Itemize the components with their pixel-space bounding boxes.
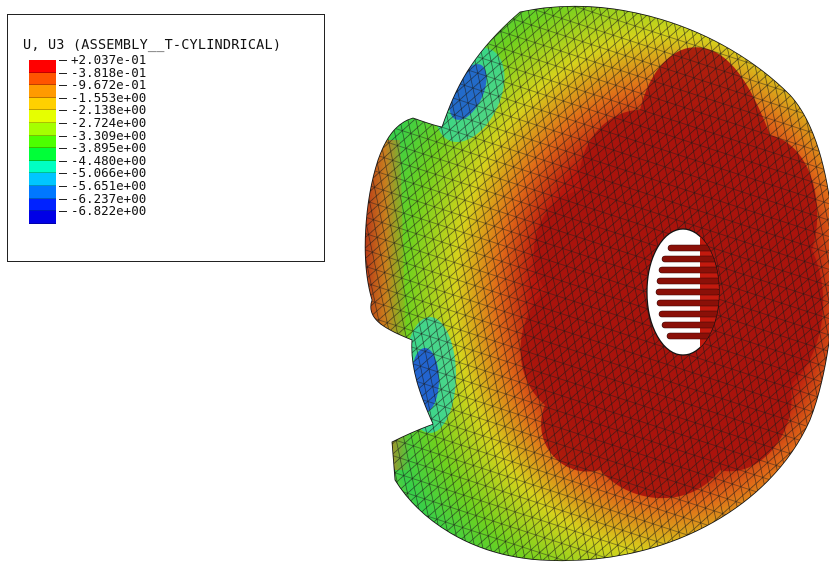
legend-swatch bbox=[29, 110, 56, 123]
legend-value-label: -5.066e+00 bbox=[59, 167, 146, 180]
legend-swatch bbox=[29, 211, 56, 224]
contour-legend: U, U3 (ASSEMBLY__T-CYLINDRICAL) +2.037e-… bbox=[7, 14, 325, 262]
legend-value-label: -3.818e-01 bbox=[59, 66, 146, 80]
legend-swatch bbox=[29, 198, 56, 212]
legend-value-label: -3.309e+00 bbox=[59, 129, 146, 143]
legend-value-label: -5.651e+00 bbox=[59, 179, 146, 193]
legend-value-label: -2.138e+00 bbox=[59, 104, 146, 117]
legend-value-labels: +2.037e-01-3.818e-01-9.672e-01-1.553e+00… bbox=[59, 53, 146, 218]
legend-swatch bbox=[29, 148, 56, 161]
legend-swatch bbox=[29, 85, 56, 98]
legend-value-label: -6.822e+00 bbox=[59, 205, 146, 218]
legend-value-label: +2.037e-01 bbox=[59, 53, 146, 67]
legend-swatch bbox=[29, 160, 56, 174]
legend-title: U, U3 (ASSEMBLY__T-CYLINDRICAL) bbox=[23, 37, 282, 53]
legend-swatch bbox=[29, 185, 56, 199]
legend-value-label: -6.237e+00 bbox=[59, 192, 146, 206]
legend-swatch bbox=[29, 97, 56, 111]
legend-value-label: -1.553e+00 bbox=[59, 91, 146, 105]
legend-swatch bbox=[29, 122, 56, 136]
fea-contour-model bbox=[364, 5, 829, 562]
legend-swatch bbox=[29, 173, 56, 186]
spline-hole bbox=[646, 228, 720, 356]
legend-color-bar bbox=[29, 60, 56, 224]
legend-value-label: -4.480e+00 bbox=[59, 154, 146, 168]
legend-value-label: -9.672e-01 bbox=[59, 79, 146, 92]
legend-swatch bbox=[29, 60, 56, 73]
legend-value-label: -3.895e+00 bbox=[59, 142, 146, 155]
legend-swatch bbox=[29, 72, 56, 86]
legend-value-label: -2.724e+00 bbox=[59, 116, 146, 130]
legend-swatch bbox=[29, 135, 56, 149]
